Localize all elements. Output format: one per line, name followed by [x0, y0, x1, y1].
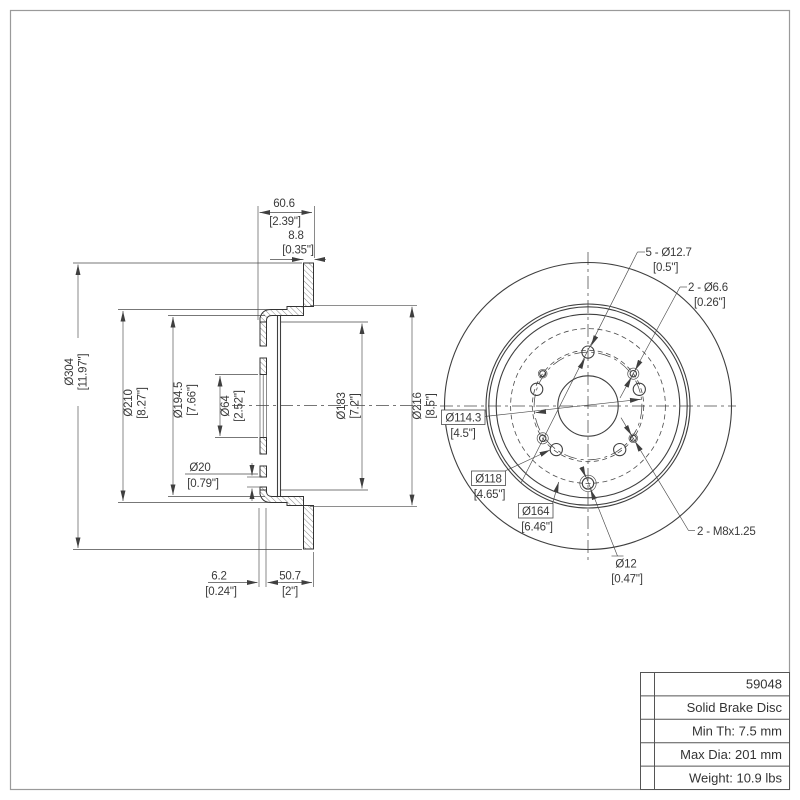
flange-wall-seg3 [259, 437, 267, 455]
page-border [9, 9, 791, 791]
dim-50-7-in: [2"] [282, 586, 298, 598]
dim-d304-in: [11.97"] [78, 354, 90, 391]
section-material [259, 262, 314, 550]
dim-d210-in: [8.27"] [137, 387, 149, 418]
flange-wall-seg2 [259, 357, 267, 375]
front-view-labels: 5 - Ø12.7 [0.5"] 2 - Ø6.6 [0.26"] Ø114.3… [445, 247, 755, 586]
d164-hidden-circle [510, 328, 666, 484]
label-lug-in: [0.5"] [653, 262, 678, 274]
d164-label-box [518, 503, 554, 519]
label-screw-mm: 2 - Ø6.6 [688, 282, 728, 294]
dim-6-2-in: [0.24"] [205, 586, 236, 598]
threaded-holes [537, 368, 639, 444]
screw-holes [536, 367, 640, 445]
dim-d216-in: [8.5"] [426, 393, 438, 418]
section-dimension-lines [75, 210, 415, 585]
dim-d194-5-mm: Ø194.5 [173, 382, 185, 419]
label-screw-in: [0.26"] [694, 297, 725, 309]
dim-d216-mm: Ø216 [412, 392, 424, 419]
d118-hidden-circle [531, 349, 645, 463]
flange-wall-seg5 [259, 486, 267, 491]
dim-50-7-mm: 50.7 [279, 571, 301, 583]
weight: Weight: 10.9 lbs [689, 770, 782, 785]
label-lug-mm: 5 - Ø12.7 [646, 247, 692, 259]
section-dimension-labels: 60.6 [2.39"] 8.8 [0.35"] Ø304 [11.97"] Ø… [64, 198, 438, 598]
center-bore-circle [557, 375, 619, 437]
label-d164-mm: Ø164 [522, 506, 550, 518]
label-d118-in: [4.65"] [474, 489, 505, 501]
outer-diameter-circle [443, 261, 733, 551]
dim-d64-mm: Ø64 [220, 395, 232, 417]
dim-8-8-mm: 8.8 [288, 230, 303, 242]
title-block-frame [640, 672, 790, 790]
d210-circle [488, 306, 688, 506]
front-leader-lines [484, 251, 695, 557]
d12-hole [579, 474, 597, 492]
dim-d64-in: [2.52"] [234, 390, 246, 421]
bolt-circle [533, 351, 643, 461]
dim-d304-mm: Ø304 [64, 358, 76, 386]
dim-d20-mm: Ø20 [189, 462, 210, 474]
dim-60-6-mm: 60.6 [273, 198, 295, 210]
section-view: 60.6 [2.39"] 8.8 [0.35"] Ø304 [11.97"] Ø… [64, 198, 438, 598]
dim-d20-in: [0.79"] [187, 478, 218, 490]
dim-8-8-in: [0.35"] [282, 245, 313, 257]
bcd-label-box [441, 409, 486, 425]
d216-circle [485, 303, 691, 509]
part-number: 59048 [746, 677, 782, 692]
friction-plate-top [303, 262, 314, 307]
label-bcd-in: [4.5"] [450, 428, 475, 440]
label-bcd-mm: Ø114.3 [445, 413, 481, 425]
d118-label-box [471, 470, 506, 486]
section-interior-edges [259, 316, 282, 496]
hat-brim-top [259, 306, 304, 323]
max-diameter: Max Dia: 201 mm [680, 747, 782, 762]
part-description: Solid Brake Disc [687, 700, 783, 715]
label-d12-mm: Ø12 [615, 559, 636, 571]
label-d12-in: [0.47"] [611, 574, 642, 586]
d194-5-circle [495, 313, 681, 499]
flange-wall-seg1 [259, 321, 267, 347]
hat-brim-bottom [259, 489, 304, 506]
label-thread: 2 - M8x1.25 [697, 526, 756, 538]
lug-holes [530, 345, 646, 457]
label-d164-in: [6.46"] [521, 522, 552, 534]
label-d118-mm: Ø118 [475, 474, 501, 486]
title-block: 59048 Solid Brake Disc Min Th: 7.5 mm Ma… [640, 672, 790, 790]
friction-plate-bottom [303, 505, 314, 550]
dim-60-6-in: [2.39"] [269, 216, 300, 228]
front-view: 5 - Ø12.7 [0.5"] 2 - Ø6.6 [0.26"] Ø114.3… [440, 247, 756, 586]
flange-wall-seg4 [259, 465, 267, 478]
dim-d183-mm: Ø183 [336, 392, 348, 419]
dim-6-2-mm: 6.2 [211, 571, 226, 583]
dim-d210-mm: Ø210 [123, 389, 135, 416]
dim-d194-5-in: [7.66"] [187, 384, 199, 415]
section-extension-lines [73, 206, 417, 587]
dim-d183-in: [7.2"] [350, 393, 362, 418]
min-thickness: Min Th: 7.5 mm [692, 724, 782, 739]
